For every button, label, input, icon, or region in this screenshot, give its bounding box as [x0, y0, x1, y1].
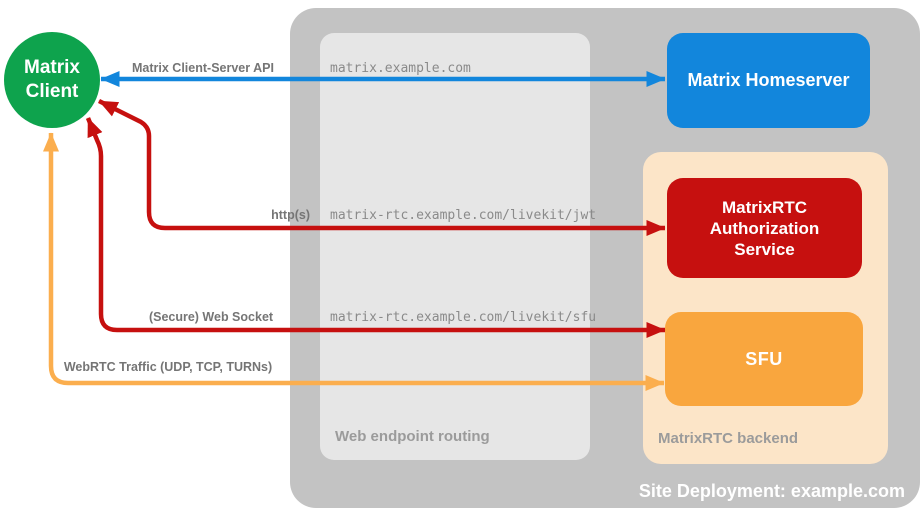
sfu-label: SFU — [745, 348, 783, 369]
http-label: http(s) — [271, 208, 310, 222]
sfu-node: SFU — [665, 312, 863, 406]
matrixrtc-backend-caption: MatrixRTC backend — [658, 430, 799, 447]
matrix-client-node: Matrix Client — [4, 32, 100, 128]
websocket-label: (Secure) Web Socket — [148, 310, 274, 324]
site-deployment-caption: Site Deployment: example.com — [638, 481, 905, 501]
web-endpoint-routing-caption: Web endpoint routing — [335, 428, 490, 445]
matrix-homeserver-node: Matrix Homeserver — [667, 33, 870, 128]
matrix-client-label-line1: Matrix — [24, 57, 80, 78]
route-url-livekit-jwt: matrix-rtc.example.com/livekit/jwt — [330, 208, 597, 223]
route-url-livekit-sfu: matrix-rtc.example.com/livekit/sfu — [330, 310, 597, 325]
auth-service-label-line2: Authorization — [709, 218, 820, 238]
client-server-api-label: Matrix Client-Server API — [132, 61, 274, 75]
matrixrtc-authorization-service-node: MatrixRTC Authorization Service — [667, 178, 862, 278]
auth-service-label-line1: MatrixRTC — [721, 197, 807, 217]
web-endpoint-routing-container — [320, 33, 590, 460]
auth-service-label-line3: Service — [734, 239, 795, 259]
matrix-homeserver-label: Matrix Homeserver — [687, 70, 850, 90]
matrix-client-label-line2: Client — [25, 81, 79, 102]
webrtc-traffic-label: WebRTC Traffic (UDP, TCP, TURNs) — [63, 360, 273, 374]
route-url-homeserver: matrix.example.com — [330, 61, 471, 76]
